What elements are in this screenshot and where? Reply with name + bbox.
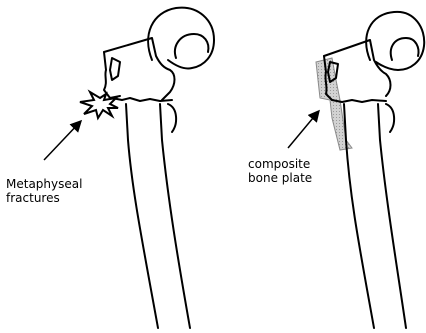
fracture-starburst	[80, 92, 118, 118]
composite-bone-plate-label: composite bone plate	[248, 157, 312, 185]
right-pointer-arrow	[288, 112, 318, 148]
left-shaft-lateral	[126, 104, 158, 328]
composite-bone-plate-label-line-2: bone plate	[248, 171, 312, 185]
right-head-fovea	[391, 38, 419, 60]
left-pointer-arrow	[44, 122, 80, 160]
left-femur	[44, 8, 214, 328]
metaphyseal-fractures-label-line-2: fractures	[6, 191, 82, 205]
right-shaft-medial	[378, 104, 406, 328]
right-shaft-lateral	[344, 104, 374, 328]
left-trochanter-inner	[110, 58, 120, 80]
left-lesser-trochanter	[168, 104, 176, 132]
metaphyseal-fractures-label: Metaphyseal fractures	[6, 177, 82, 205]
metaphyseal-fractures-label-line-1: Metaphyseal	[6, 177, 82, 191]
left-shaft-medial	[160, 104, 190, 328]
left-head-fovea	[175, 34, 208, 58]
right-lesser-trochanter	[386, 104, 394, 132]
composite-bone-plate-label-line-1: composite	[248, 157, 312, 171]
left-femoral-neck	[104, 38, 175, 100]
